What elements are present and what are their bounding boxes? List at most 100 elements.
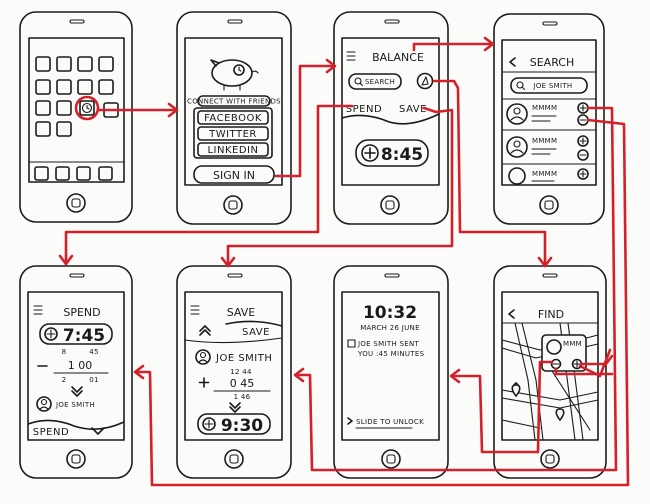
menu-icon[interactable]	[190, 305, 200, 315]
map-pin-icon[interactable]	[511, 384, 521, 398]
flow-arrow	[274, 64, 336, 178]
spend-contact[interactable]: JOE SMITH	[36, 396, 95, 412]
plus-icon	[198, 377, 210, 388]
phone-home	[19, 11, 133, 223]
connect-with-friends-banner	[197, 95, 271, 107]
facebook-button[interactable]: FACEBOOK	[197, 110, 269, 125]
phone-spend: SPEND 7:45 8 45 1 00 2 01 JOE SMITH SPEN…	[19, 265, 133, 479]
search-result-row[interactable]: MMMM	[506, 102, 589, 126]
spend-tab[interactable]: SPEND	[346, 104, 382, 115]
home-button[interactable]	[540, 449, 560, 469]
phone-login: CONNECT WITH FRIENDS FACEBOOK TWITTER LI…	[176, 11, 292, 225]
chevron-down-icon	[229, 402, 241, 413]
result-name: MMMM	[532, 170, 557, 178]
facebook-label: FACEBOOK	[204, 113, 262, 124]
spend-row1-right: 45	[89, 348, 99, 356]
phone-save: SAVE SAVE JOE SMITH 12 44 0 45 1 46 9:30	[176, 265, 292, 479]
balance-value: 8:45	[381, 145, 423, 165]
flow-arrow	[432, 79, 547, 268]
save-contact-name: JOE SMITH	[215, 353, 272, 364]
flow-arrow-head	[483, 36, 495, 52]
flow-arrow-head	[58, 254, 74, 266]
flow-arrow-head	[449, 368, 461, 384]
lock-date: MARCH 26 JUNE	[360, 324, 420, 332]
flow-arrow-head	[220, 256, 236, 268]
spend-row3-left: 2	[62, 376, 67, 384]
save-contact[interactable]: JOE SMITH	[195, 349, 272, 365]
clock-app-icon[interactable]	[74, 95, 100, 121]
save-tab[interactable]: SAVE	[399, 104, 427, 115]
remove-icon[interactable]	[577, 149, 589, 161]
spend-balance-display: 7:45	[39, 323, 113, 346]
compass-button[interactable]	[416, 72, 434, 90]
home-button[interactable]	[380, 195, 400, 215]
flow-arrow	[412, 42, 494, 52]
spend-button[interactable]: SPEND	[33, 427, 69, 438]
menu-icon[interactable]	[33, 305, 43, 315]
flow-arrow	[578, 348, 612, 378]
flow-arrow	[294, 106, 618, 472]
map-pin-icon[interactable]	[555, 408, 565, 422]
result-name: MMMM	[532, 137, 557, 145]
back-chevron-icon[interactable]	[509, 57, 516, 67]
dock-icons	[34, 166, 113, 181]
lock-time: 10:32	[363, 303, 417, 323]
flow-arrows	[58, 36, 630, 487]
flow-arrow-head	[325, 58, 337, 74]
map[interactable]	[501, 322, 599, 441]
spend-top-value: 7:45	[63, 326, 105, 346]
linkedin-button[interactable]: LINKEDIN	[197, 142, 269, 157]
save-bottom-value: 9:30	[221, 416, 263, 436]
connect-label: CONNECT WITH FRIENDS	[187, 98, 281, 106]
result-name: MMMM	[532, 104, 557, 112]
flow-arrow	[450, 360, 554, 454]
save-row2-value: 0 45	[230, 377, 255, 390]
search-result-row[interactable]: MMMM	[508, 167, 589, 185]
spend-contact-name: JOE SMITH	[55, 401, 95, 409]
search-query-text: JOE SMITH	[532, 82, 572, 90]
spend-row2-value: 1 00	[68, 359, 93, 372]
home-button[interactable]	[539, 195, 559, 215]
home-button[interactable]	[381, 449, 401, 469]
notification[interactable]: JOE SMITH SENT YOU :45 MINUTES	[347, 339, 425, 358]
sign-in-button[interactable]: SIGN IN	[193, 165, 275, 184]
piggy-bank-icon	[210, 59, 259, 91]
phone-balance: BALANCE SEARCH SPEND SAVE 8:45	[333, 11, 449, 225]
notification-line2: YOU :45 MINUTES	[357, 350, 425, 358]
home-button[interactable]	[66, 193, 86, 213]
balance-display: 8:45	[355, 139, 429, 167]
save-tab-active[interactable]: SAVE	[242, 327, 270, 338]
back-chevron-icon[interactable]	[508, 309, 515, 319]
home-button[interactable]	[66, 449, 86, 469]
spend-row3-right: 01	[89, 376, 99, 384]
home-button[interactable]	[223, 195, 243, 215]
balance-title: BALANCE	[372, 51, 424, 64]
add-icon[interactable]	[577, 135, 589, 147]
slide-to-unlock[interactable]: SLIDE TO UNLOCK	[347, 417, 424, 429]
home-button[interactable]	[224, 449, 244, 469]
notification-line1: JOE SMITH SENT	[357, 340, 420, 348]
map-pin-label: MMM	[563, 340, 582, 348]
spend-title: SPEND	[63, 306, 100, 319]
search-query-input[interactable]: JOE SMITH	[510, 77, 588, 94]
save-title: SAVE	[227, 306, 256, 319]
sign-in-label: SIGN IN	[213, 169, 255, 182]
phone-search: SEARCH JOE SMITH MMMM MMMM	[493, 13, 605, 225]
menu-icon[interactable]	[346, 51, 356, 61]
flow-arrow	[134, 118, 630, 487]
flow-arrow-head	[133, 364, 145, 380]
phone-find: FIND MMM	[493, 265, 607, 479]
flow-arrow-head	[293, 367, 305, 383]
chevron-up-icon[interactable]	[199, 325, 211, 336]
phone-lock-screen: 10:32 MARCH 26 JUNE JOE SMITH SENT YOU :…	[333, 265, 449, 479]
twitter-button[interactable]: TWITTER	[197, 126, 269, 141]
search-result-row[interactable]: MMMM	[506, 135, 589, 161]
chevron-down-icon	[71, 386, 83, 397]
twitter-label: TWITTER	[208, 129, 257, 140]
flow-arrow	[64, 104, 354, 266]
search-button[interactable]: SEARCH	[348, 73, 402, 90]
confirm-chevron-icon[interactable]	[91, 427, 105, 435]
save-row1-value: 12 44	[230, 368, 252, 376]
add-icon[interactable]	[577, 168, 589, 180]
